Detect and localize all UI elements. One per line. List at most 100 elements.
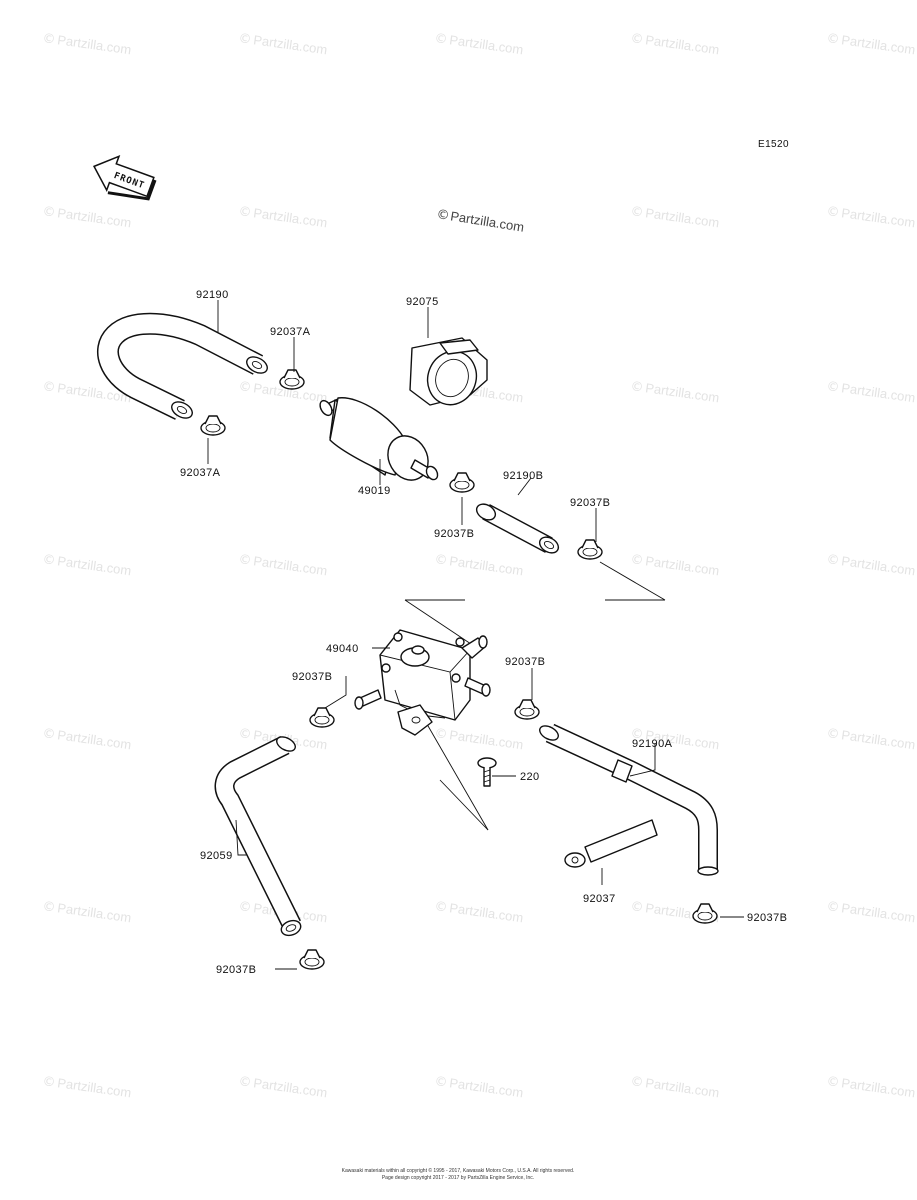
watermark-tile: ©Partzilla.com: [825, 204, 916, 230]
watermark-tile: ©Partzilla.com: [825, 899, 916, 925]
watermark-tile: ©Partzilla.com: [237, 552, 328, 578]
watermark-tile: ©Partzilla.com: [433, 31, 524, 57]
svg-text:©: ©: [237, 899, 252, 916]
svg-text:Partzilla.com: Partzilla.com: [448, 553, 524, 578]
watermark-tile: ©Partzilla.com: [41, 726, 132, 752]
watermark-tile: ©Partzilla.com: [825, 31, 916, 57]
copyright-line-1: Kawasaki materials within all copyright …: [342, 1167, 575, 1174]
svg-text:©: ©: [433, 1074, 448, 1091]
svg-text:©: ©: [237, 31, 252, 48]
svg-text:©: ©: [825, 552, 840, 569]
watermark-tile: ©Partzilla.com: [237, 204, 328, 230]
callout-92037B-pump-left: 92037B: [292, 671, 332, 683]
svg-text:©: ©: [237, 552, 252, 569]
hose-92059: [214, 736, 302, 937]
svg-text:Partzilla.com: Partzilla.com: [56, 32, 132, 57]
watermark-tile: ©Partzilla.com: [41, 899, 132, 925]
svg-text:©: ©: [629, 552, 644, 569]
svg-text:Partzilla.com: Partzilla.com: [840, 1075, 916, 1100]
guard-92075: [409, 337, 488, 406]
watermark-tile: ©Partzilla.com: [237, 1074, 328, 1100]
watermark-tile: ©Partzilla.com: [41, 204, 132, 230]
svg-text:©: ©: [41, 379, 56, 396]
svg-text:Partzilla.com: Partzilla.com: [252, 1075, 328, 1100]
clip-92037B-right: [577, 539, 603, 560]
svg-text:©: ©: [433, 31, 448, 48]
svg-text:©: ©: [629, 31, 644, 48]
svg-text:©: ©: [41, 552, 56, 569]
watermark-tile: ©Partzilla.com: [629, 379, 720, 405]
svg-text:Partzilla.com: Partzilla.com: [448, 727, 524, 752]
svg-text:Partzilla.com: Partzilla.com: [56, 205, 132, 230]
svg-text:©: ©: [435, 207, 450, 224]
svg-text:©: ©: [433, 552, 448, 569]
callout-92037B-bottom: 92037B: [216, 964, 256, 976]
watermark-tile: ©Partzilla.com: [433, 726, 524, 752]
svg-text:©: ©: [41, 1074, 56, 1091]
hose-92190: [97, 312, 268, 420]
svg-text:Partzilla.com: Partzilla.com: [448, 900, 524, 925]
svg-text:Partzilla.com: Partzilla.com: [644, 380, 720, 405]
svg-text:©: ©: [237, 726, 252, 743]
watermark-tile: ©Partzilla.com: [825, 726, 916, 752]
leader-lines: [207, 300, 744, 970]
svg-text:©: ©: [41, 31, 56, 48]
svg-text:Partzilla.com: Partzilla.com: [644, 32, 720, 57]
watermark-tile: ©Partzilla.com: [433, 899, 524, 925]
svg-text:©: ©: [825, 204, 840, 221]
svg-text:©: ©: [629, 1074, 644, 1091]
watermark-tile: ©Partzilla.com: [433, 552, 524, 578]
watermark-tile: ©Partzilla.com: [825, 379, 916, 405]
hose-92190A: [539, 723, 719, 876]
svg-text:©: ©: [825, 1074, 840, 1091]
svg-text:©: ©: [433, 899, 448, 916]
svg-text:©: ©: [41, 204, 56, 221]
callout-92037: 92037: [583, 893, 616, 905]
screw-220: [477, 757, 497, 787]
watermark-tile: ©Partzilla.com: [629, 1074, 720, 1100]
clip-92037B-pump-right: [514, 699, 540, 720]
fuel-filter-49019: [319, 397, 439, 481]
watermark-tile: ©Partzilla.com: [433, 1074, 524, 1100]
watermark-tile: ©Partzilla.com: [41, 31, 132, 57]
svg-text:©: ©: [41, 726, 56, 743]
svg-text:©: ©: [629, 899, 644, 916]
clip-92037B-pump-left: [309, 707, 335, 728]
callout-49040: 49040: [326, 643, 359, 655]
continuation-lines: [404, 561, 666, 831]
svg-text:Partzilla.com: Partzilla.com: [840, 32, 916, 57]
svg-text:Partzilla.com: Partzilla.com: [449, 208, 525, 234]
svg-text:Partzilla.com: Partzilla.com: [840, 727, 916, 752]
watermark-tile: ©Partzilla.com: [825, 1074, 916, 1100]
callout-92190: 92190: [196, 289, 229, 301]
callout-92037A-top: 92037A: [270, 326, 311, 338]
svg-text:Partzilla.com: Partzilla.com: [56, 900, 132, 925]
svg-text:Partzilla.com: Partzilla.com: [840, 900, 916, 925]
svg-text:Partzilla.com: Partzilla.com: [840, 380, 916, 405]
watermark-tile: ©Partzilla.com: [41, 1074, 132, 1100]
fuel-pump-49040: [354, 629, 491, 736]
svg-text:Partzilla.com: Partzilla.com: [56, 553, 132, 578]
svg-text:Partzilla.com: Partzilla.com: [252, 205, 328, 230]
watermark-tile: ©Partzilla.com: [629, 31, 720, 57]
callout-92190B: 92190B: [503, 470, 543, 482]
svg-text:©: ©: [629, 726, 644, 743]
svg-text:Partzilla.com: Partzilla.com: [448, 1075, 524, 1100]
svg-text:Partzilla.com: Partzilla.com: [252, 32, 328, 57]
watermark-tile: ©Partzilla.com: [629, 552, 720, 578]
part-callouts: 92190 92037A 92075 92037A 49019 92190B 9…: [180, 289, 787, 976]
svg-text:Partzilla.com: Partzilla.com: [448, 32, 524, 57]
watermark-tile: ©Partzilla.com: [629, 204, 720, 230]
svg-text:Partzilla.com: Partzilla.com: [644, 205, 720, 230]
svg-text:©: ©: [433, 726, 448, 743]
front-arrow-icon: FRONT: [92, 154, 157, 201]
svg-text:©: ©: [825, 899, 840, 916]
svg-text:©: ©: [629, 204, 644, 221]
svg-text:©: ©: [825, 726, 840, 743]
callout-92059: 92059: [200, 850, 233, 862]
svg-text:©: ©: [237, 204, 252, 221]
hose-92190B: [475, 503, 560, 554]
callout-92037B-low-right: 92037B: [747, 912, 787, 924]
